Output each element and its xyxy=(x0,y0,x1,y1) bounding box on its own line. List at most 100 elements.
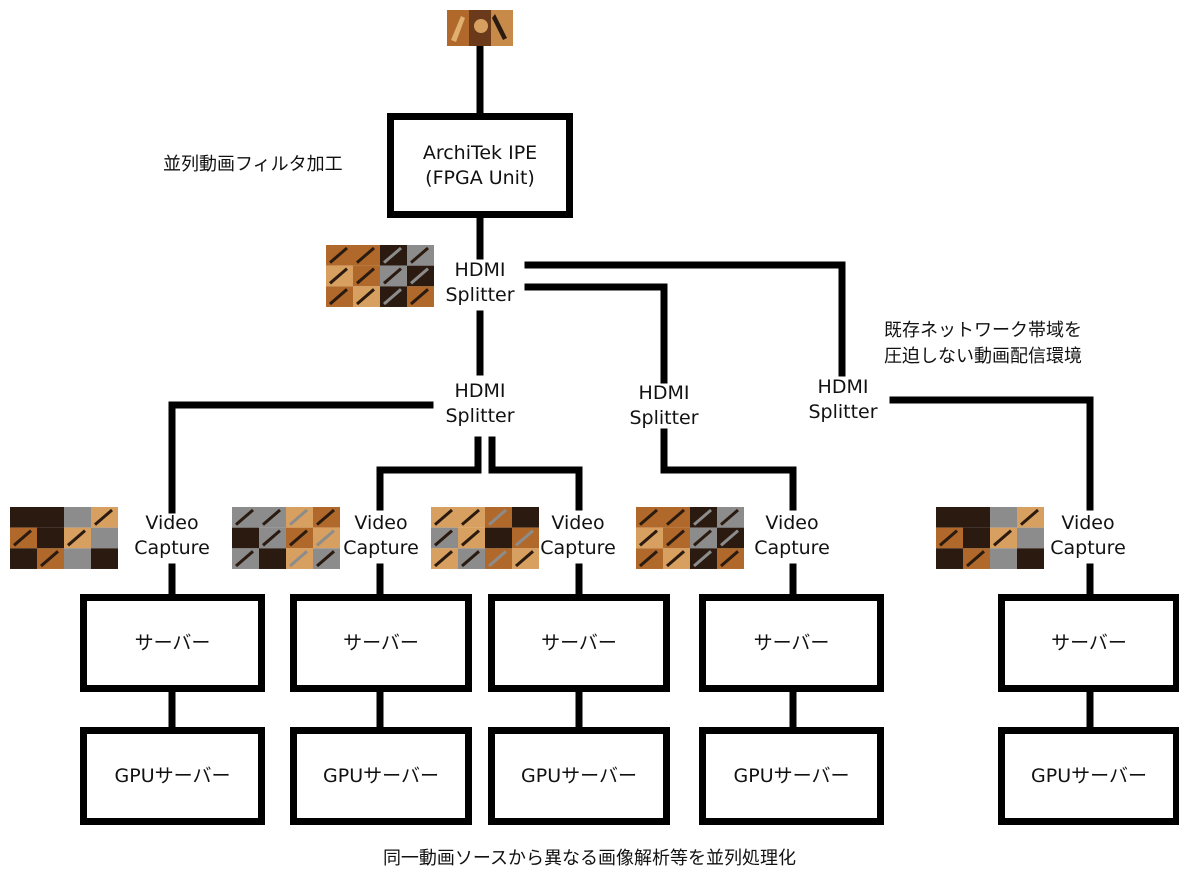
gpu-server-box-5: GPUサーバー xyxy=(998,727,1179,825)
mosaic-tile-detail xyxy=(410,267,429,285)
filter-note: 並列動画フィルタ加工 xyxy=(163,154,343,175)
mosaic-tile-detail xyxy=(235,508,254,526)
mosaic-tile-detail xyxy=(235,550,254,568)
mosaic-tile-detail xyxy=(461,529,480,547)
video-capture-5: Video Capture xyxy=(1036,511,1140,560)
splitter-a-line2: Splitter xyxy=(445,404,515,427)
mosaic-tile-detail xyxy=(461,508,480,526)
mosaic-tile-detail xyxy=(262,550,281,568)
splitter-b-line2: Splitter xyxy=(629,406,699,429)
mosaic-tile-detail xyxy=(40,529,59,547)
server-label-3: サーバー xyxy=(541,631,617,654)
capture-5-line1: Video xyxy=(1061,512,1115,534)
network-note-line2: 圧迫しない動画配信環境 xyxy=(884,346,1082,368)
mosaic-tile-detail xyxy=(316,550,335,568)
splitter-a-line1: HDMI xyxy=(454,380,506,402)
splitter-b-line1: HDMI xyxy=(638,382,690,404)
splitter-top-line1: HDMI xyxy=(454,259,506,281)
capture-mosaic-thumbnail-5 xyxy=(936,507,1044,569)
mosaic-tile-detail xyxy=(329,288,348,306)
capture-3-line2: Capture xyxy=(540,536,616,559)
capture-4-line2: Capture xyxy=(754,536,830,559)
server-label-1: サーバー xyxy=(134,631,211,654)
mosaic-tile-detail xyxy=(993,550,1012,568)
capture-mosaic-thumbnail-4 xyxy=(636,507,744,569)
server-box-2: サーバー xyxy=(290,594,472,692)
video-capture-3: Video Capture xyxy=(526,511,630,560)
gpu-server-label-1: GPUサーバー xyxy=(114,764,231,787)
mosaic-tile-detail xyxy=(94,529,113,547)
mosaic-tile-detail xyxy=(993,529,1012,547)
hdmi-splitter-a: HDMI Splitter xyxy=(432,379,528,428)
server-box-4: サーバー xyxy=(699,594,884,692)
mosaic-tile-detail xyxy=(966,508,985,526)
mosaic-tile-detail xyxy=(356,267,375,285)
mosaic-tile-detail xyxy=(40,508,59,526)
mosaic-tile-detail xyxy=(383,267,402,285)
server-label-2: サーバー xyxy=(343,631,419,654)
splitter-top-line2: Splitter xyxy=(445,283,515,306)
mosaic-tile-detail xyxy=(993,508,1012,526)
ipe-label-line2: (FPGA Unit) xyxy=(425,166,535,189)
mosaic-tile-detail xyxy=(666,550,685,568)
splitter-mosaic-thumbnail xyxy=(326,245,434,307)
server-label-4: サーバー xyxy=(753,631,830,654)
mosaic-tile-detail xyxy=(693,550,712,568)
video-capture-1: Video Capture xyxy=(118,511,226,560)
mosaic-tile-detail xyxy=(461,550,480,568)
gpu-server-box-2: GPUサーバー xyxy=(290,727,472,825)
mosaic-tile-detail xyxy=(720,529,739,547)
gpu-server-box-1: GPUサーバー xyxy=(80,727,265,825)
mosaic-tile-detail xyxy=(515,529,534,547)
mosaic-tile-detail xyxy=(639,508,658,526)
server-box-5: サーバー xyxy=(998,594,1179,692)
mosaic-tile-detail xyxy=(488,550,507,568)
mosaic-tile-detail xyxy=(1020,529,1039,547)
mosaic-tile-detail xyxy=(94,550,113,568)
mosaic-tile-detail xyxy=(410,288,429,306)
mosaic-tile-detail xyxy=(410,246,429,264)
capture-1-line1: Video xyxy=(145,512,199,534)
gpu-server-label-2: GPUサーバー xyxy=(323,764,439,787)
connector-splitter-to-splitter-c xyxy=(524,261,846,377)
mosaic-tile-detail xyxy=(289,508,308,526)
mosaic-tile-detail xyxy=(666,508,685,526)
network-note: 既存ネットワーク帯域を 圧迫しない動画配信環境 xyxy=(884,318,1082,370)
connector-splitter-b-to-capture-4 xyxy=(660,428,797,511)
mosaic-tile-detail xyxy=(939,529,958,547)
connector-splitter-a-to-capture-3 xyxy=(488,436,583,511)
capture-mosaic-thumbnail-1 xyxy=(10,507,118,569)
hdmi-splitter-b: HDMI Splitter xyxy=(616,381,712,430)
gpu-server-label-5: GPUサーバー xyxy=(1031,764,1147,787)
mosaic-tile-detail xyxy=(515,508,534,526)
mosaic-tile-detail xyxy=(966,529,985,547)
mosaic-tile-detail xyxy=(316,529,335,547)
mosaic-tile-detail xyxy=(488,529,507,547)
mosaic-tile-detail xyxy=(693,529,712,547)
mosaic-tile-detail xyxy=(383,288,402,306)
mosaic-tile-detail xyxy=(639,529,658,547)
ipe-label-line1: ArchiTek IPE xyxy=(422,141,538,164)
capture-4-line1: Video xyxy=(765,512,819,534)
server-label-5: サーバー xyxy=(1051,631,1127,654)
mosaic-tile-detail xyxy=(939,508,958,526)
server-box-3: サーバー xyxy=(488,594,670,692)
server-box-1: サーバー xyxy=(80,594,265,692)
mosaic-tile-detail xyxy=(289,529,308,547)
mosaic-tile-detail xyxy=(262,508,281,526)
mosaic-tile-detail xyxy=(13,550,32,568)
gpu-server-label-3: GPUサーバー xyxy=(521,764,637,787)
mosaic-tile-detail xyxy=(235,529,254,547)
mosaic-tile-detail xyxy=(720,550,739,568)
mosaic-tile-detail xyxy=(329,267,348,285)
mosaic-tile-detail xyxy=(639,550,658,568)
mosaic-tile-detail xyxy=(262,529,281,547)
capture-3-line1: Video xyxy=(551,512,605,534)
video-capture-2: Video Capture xyxy=(329,511,433,560)
mosaic-tile-detail xyxy=(67,529,86,547)
connector-splitter-a-to-capture-2 xyxy=(376,436,482,511)
mosaic-tile-detail xyxy=(67,550,86,568)
mosaic-tile-detail xyxy=(67,508,86,526)
connector-splitter-to-splitter-b xyxy=(524,283,668,384)
architek-ipe-box: ArchiTek IPE (FPGA Unit) xyxy=(387,113,573,218)
